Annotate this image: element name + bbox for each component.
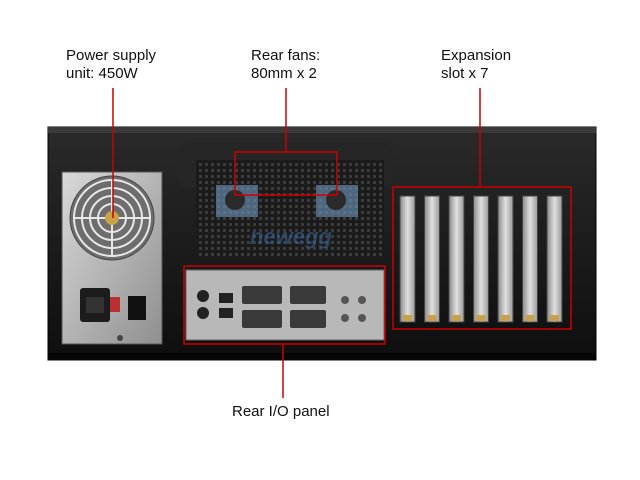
expansion-slot-cover <box>473 195 489 323</box>
expansion-slots <box>399 195 563 323</box>
expansion-slot-cover <box>546 195 563 323</box>
slot-screw-icon <box>427 315 437 321</box>
callout-label-fans: Rear fans: 80mm x 2 <box>251 47 320 83</box>
power-switch-icon <box>128 296 146 320</box>
slot-screw-icon <box>403 315 412 321</box>
slots-callout-box <box>392 186 572 330</box>
slot-screw-icon <box>525 315 535 321</box>
slots-label-line2: slot x 7 <box>441 65 489 82</box>
fans-label-line1: Rear fans: <box>251 47 321 64</box>
slots-label-line1: Expansion <box>441 47 512 64</box>
callout-label-psu: Power supply unit: 450W <box>66 47 156 83</box>
io-callout-box <box>183 265 386 345</box>
slot-screw-icon <box>476 315 486 321</box>
expansion-slot-cover <box>497 195 514 323</box>
rear-fan-area <box>176 142 394 258</box>
fans-callout-box <box>234 151 338 196</box>
power-supply-unit <box>61 171 163 345</box>
expansion-slot-cover <box>399 195 416 323</box>
slot-screw-icon <box>452 315 461 321</box>
io-label: Rear I/O panel <box>232 403 330 420</box>
psu-label-line2: unit: 450W <box>66 65 138 82</box>
callout-label-io: Rear I/O panel <box>232 403 330 421</box>
callout-label-slots: Expansion slot x 7 <box>441 47 511 83</box>
newegg-watermark: newegg <box>250 224 332 249</box>
psu-label-line1: Power supply <box>66 47 157 64</box>
expansion-slot-cover <box>424 195 440 323</box>
slot-screw-icon <box>501 315 510 321</box>
fans-label-line2: 80mm x 2 <box>251 65 317 82</box>
psu-fan-grill-icon <box>73 179 151 257</box>
callout-lines <box>112 88 572 398</box>
voltage-switch-icon <box>110 297 120 312</box>
expansion-slot-cover <box>522 195 538 323</box>
rear-io-shield <box>185 269 385 341</box>
expansion-slot-cover <box>448 195 465 323</box>
slot-screw-icon <box>550 315 559 321</box>
